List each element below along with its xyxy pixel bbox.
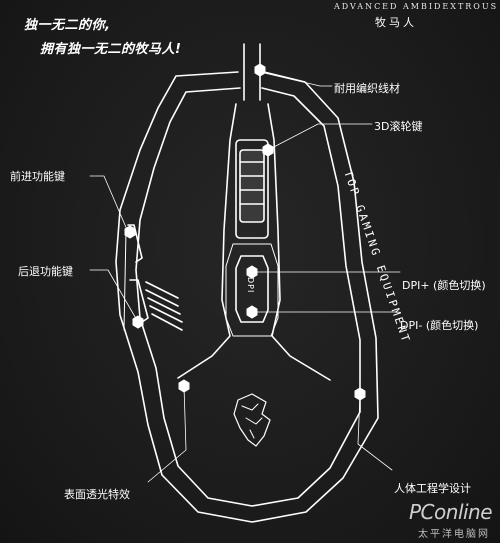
side-button-forward	[127, 224, 143, 263]
left-button-seam	[177, 103, 237, 379]
watermark-sub: 太平洋电脑网	[418, 529, 490, 540]
slogan-line-1: 独一无二的你,	[24, 18, 111, 33]
label-scroll-wheel: 3D滚轮键	[374, 120, 423, 133]
marker-forward	[124, 225, 136, 239]
watermark-main: PConline	[409, 500, 493, 524]
marker-scroll	[262, 143, 274, 157]
marker-surface	[178, 379, 190, 393]
dpi-capsule	[235, 255, 269, 323]
label-dpi-minus: DPI- (颜色切换)	[400, 319, 479, 332]
label-ergonomic: 人体工程学设计	[394, 482, 471, 495]
side-button-back	[129, 279, 149, 323]
dpi-capsule-outer	[225, 243, 279, 337]
marker-cable	[254, 63, 266, 77]
label-surface: 表面透光特效	[64, 488, 130, 501]
label-forward-key: 前进功能键	[10, 170, 65, 183]
marker-back	[132, 315, 144, 329]
mouse-inner-shell	[135, 87, 361, 507]
leader-ergonomic	[357, 393, 393, 471]
leader-cable	[259, 71, 333, 87]
slogan-line-2: 拥有独一无二的牧马人!	[40, 42, 182, 57]
marker-ergonomic	[354, 387, 366, 401]
leader-surface	[147, 385, 187, 483]
label-dpi-plus: DPI+ (颜色切换)	[402, 279, 486, 292]
marker-dpi-plus	[246, 265, 258, 279]
logo-emblem	[233, 393, 271, 447]
marker-dpi-minus	[246, 305, 258, 319]
leader-scroll	[267, 123, 373, 151]
leader-forward	[89, 175, 129, 233]
scroll-wheel	[239, 149, 265, 223]
label-back-key: 后退功能键	[18, 265, 73, 278]
dpi-text: DPI	[246, 277, 255, 293]
label-cable: 耐用编织线材	[334, 82, 400, 95]
right-button-seam	[267, 103, 331, 381]
brand-english: ADVANCED AMBIDEXTROUS	[334, 2, 499, 11]
leader-back	[89, 269, 139, 323]
mouse-outer-shell	[115, 71, 379, 523]
brand-chinese: 牧马人	[375, 16, 417, 29]
scroll-housing	[235, 139, 269, 239]
